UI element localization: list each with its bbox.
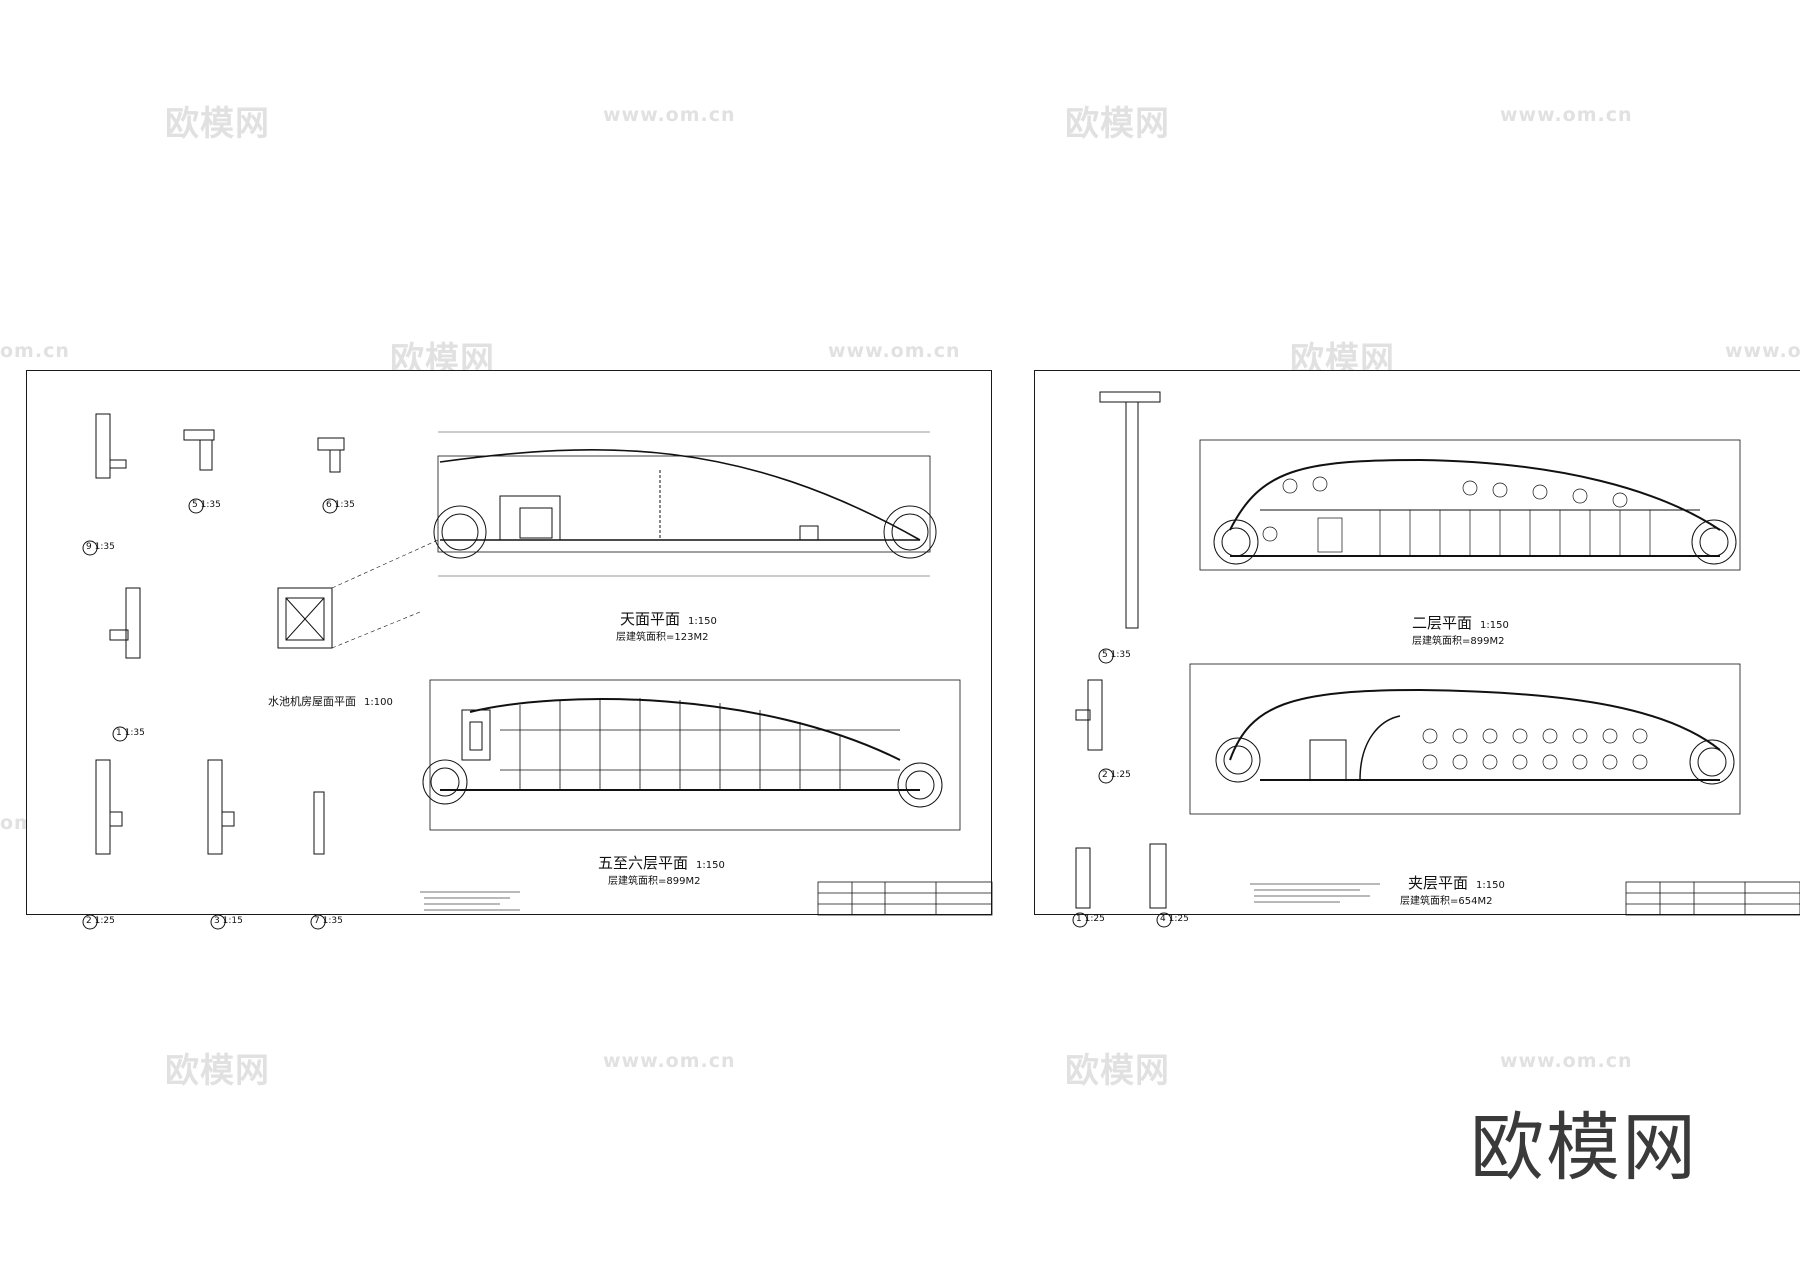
detail-1-section [125,587,141,659]
floor56-grid-frame [429,679,961,831]
roof-curve-wall [439,449,921,541]
mezz-spiral-stair [1359,715,1401,781]
watermark-url: www.om.cn [1500,104,1633,126]
left-title-block [817,881,993,916]
detail-3-section [207,759,223,855]
detail-2-section [95,759,111,855]
roof-plan-area: 层建筑面积=123M2 [616,632,709,643]
watermark-logo: 欧模网 [165,1051,270,1091]
second-floor-left-stair [1213,519,1259,565]
detail-9-section [95,413,111,479]
floor56-right-stair [897,762,943,808]
detail-label: 9 1:35 [86,542,115,552]
watermark-logo: 欧模网 [1065,1051,1170,1091]
brand-logo-text: 欧模网 [1470,1105,1698,1191]
watermark-url: www.om.cn [1725,340,1800,362]
detail-label: 2 1:25 [1102,770,1131,780]
second-floor-right-stair [1691,519,1737,565]
right-detail-4 [1149,843,1167,909]
watermark-logo: 欧模网 [1065,104,1170,144]
watermark-logo: 欧模网 [165,104,270,144]
detail-label: 6 1:35 [326,500,355,510]
second-floor-curve-wall [1229,458,1721,531]
drawing-sheet-left [26,370,992,915]
roof-machine-room [499,495,561,541]
mezz-tables [1422,728,1648,770]
second-floor-grid-frame [1199,439,1741,571]
roof-left-stair-circle [433,505,487,559]
watermark-url: www.om.cn [603,1050,736,1072]
right-detail-2 [1087,679,1103,751]
mezz-core [1309,739,1347,781]
roof-right-stair-circle [883,505,937,559]
mezz-floor-drawing [1189,663,1741,815]
detail-label: 7 1:35 [314,916,343,926]
mezz-left-stair [1215,737,1261,783]
right-notes-block [1250,883,1380,903]
tank-roof-drawing [277,539,439,649]
second-floor-rooms [1317,510,1651,556]
detail-label: 2 1:25 [86,916,115,926]
watermark-url: www.om.cn [603,104,736,126]
detail-5-section [183,429,215,441]
detail-label: 1 1:35 [116,728,145,738]
left-notes-block [420,891,520,911]
detail-label: 1 1:25 [1076,914,1105,924]
detail-label: 5 1:35 [192,500,221,510]
right-detail-top [1099,391,1161,403]
roof-plan-drawing [433,449,937,559]
floor56-plan-area: 层建筑面积=899M2 [608,876,701,887]
detail-label: 4 1:25 [1160,914,1189,924]
detail-label: 3 1:15 [214,916,243,926]
second-floor-tables [1262,476,1628,542]
roof-grid-axes [438,431,930,577]
tank-roof-outline [277,587,333,649]
left-detail-markers [82,498,338,930]
right-detail-sections [1075,391,1167,909]
right-detail-1 [1075,847,1091,909]
watermark-url: om.cn [0,340,70,362]
mezz-right-stair [1689,739,1735,785]
mezz-floor-area: 层建筑面积=654M2 [1400,896,1493,907]
left-detail-sections [95,413,345,855]
detail-label: 5 1:35 [1102,650,1131,660]
second-floor-drawing [1199,439,1741,571]
watermark-url: www.om.cn [828,340,961,362]
mezz-grid-frame [1189,663,1741,815]
right-detail-markers [1072,648,1172,928]
mezz-curve-wall [1229,688,1721,761]
second-floor-area: 层建筑面积=899M2 [1412,636,1505,647]
floor56-meeting-room [461,709,491,761]
detail-7-section [313,791,325,855]
watermark-url: www.om.cn [1500,1050,1633,1072]
floor56-room-partitions [500,698,900,790]
floor56-left-stair [422,759,468,805]
right-title-block [1625,881,1800,916]
